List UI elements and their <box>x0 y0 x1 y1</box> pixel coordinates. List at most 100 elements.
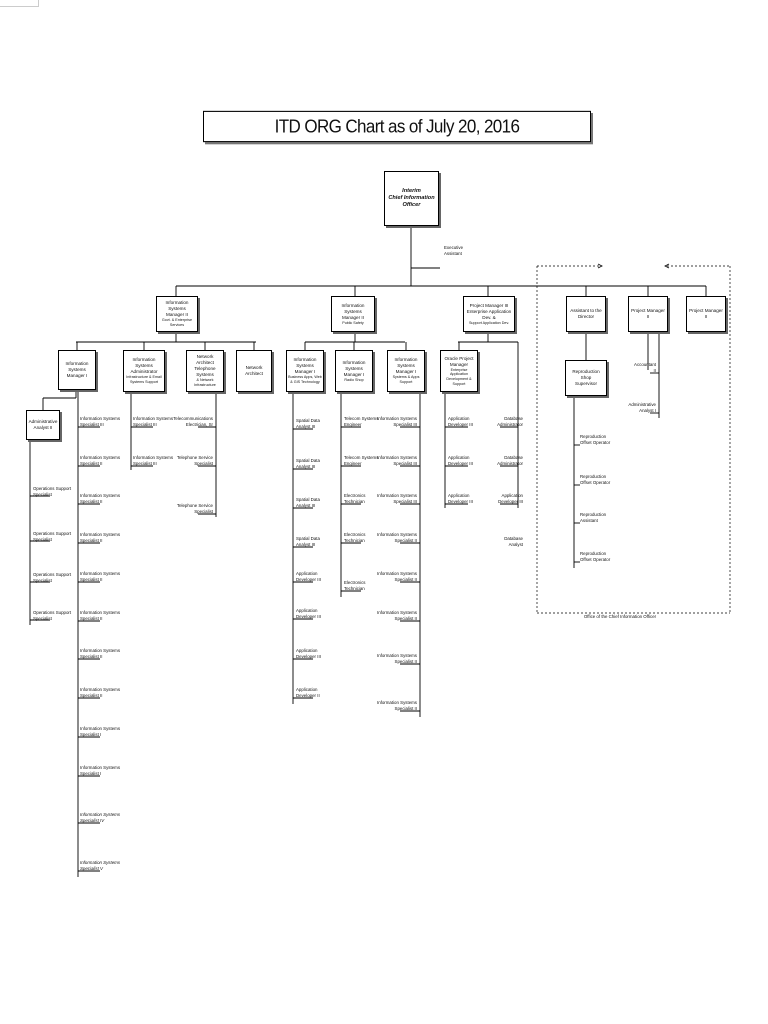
top-manager-box-2-line-3: Public Safety <box>342 320 364 325</box>
mid-manager-box-8-line-2: Manager <box>449 361 469 367</box>
boundary-arrow-right <box>597 263 603 269</box>
top-manager-box-1-line-1: Information Systems <box>165 300 189 312</box>
top-manager-box-1-line-2: Manager II <box>166 312 188 318</box>
mid-manager-box-1-line-1: Information Systems <box>65 361 89 372</box>
chart-title: ITD ORG Chart as of July 20, 2016 <box>203 110 591 143</box>
mid-manager-box-6-line-3: Radio Shop <box>344 377 364 382</box>
admin-analyst-box-line-1: Administrative <box>28 419 58 424</box>
mid-manager-box-8-line-1: Oracle Project <box>444 355 474 361</box>
mid-manager-box-3-line-3: & Network Infrastructure <box>194 378 216 387</box>
mid-manager-box-4-line-1: Network Architect <box>245 365 263 376</box>
cio-office-footer: Office of the Chief Information Officer <box>583 614 657 619</box>
mid-manager-box-2-line-3: Infrastructure & Email Systems Support <box>126 375 162 384</box>
root-line-2: Chief Information Officer <box>388 195 435 208</box>
executive-assistant-label: Executive Assistant <box>444 245 464 256</box>
mid-manager-box-1-line-2: Manager I <box>66 373 88 378</box>
mid-manager-box-6-line-1: Information Systems <box>342 359 366 371</box>
admin-analyst-box-line-2: Analyst II <box>33 425 53 430</box>
cio-office-box-2: Project Manager II <box>628 296 668 332</box>
page-corner-mark <box>0 0 39 7</box>
boundary-arrow-left <box>664 263 670 269</box>
cio-office-box-2-line-1: Project Manager II <box>631 308 665 319</box>
mid-manager-box-5-line-2: Manager I <box>294 369 316 375</box>
mid-manager-box-8-line-3: Enterprise Application Development & Sup… <box>446 367 472 386</box>
mid-manager-box-7-line-3: Systems & Apps Support <box>392 375 420 384</box>
mid-manager-box-5-line-3: Business Apps, Web & GIS Technology <box>288 375 322 384</box>
top-manager-box-1-line-3: Govt. & Enterprise Services <box>161 318 193 327</box>
cio-office-box-3: Project Manager II <box>686 296 726 332</box>
cio-office-box-1-line-1: Assistant to the Director <box>570 308 602 319</box>
root-line-1: Interim <box>402 188 421 194</box>
top-manager-box-3-line-2: Enterprise Application Dev. & <box>466 308 512 320</box>
mid-manager-box-6-line-2: Manager I <box>343 371 365 377</box>
top-manager-box-3-line-1: Project Manager III <box>469 302 509 308</box>
mid-manager-box-4: Network Architect <box>236 350 272 392</box>
mid-manager-box-9-line-1: Reproduction Shop <box>572 369 600 380</box>
mid-manager-box-3-line-2: Telephone Systems <box>194 366 216 378</box>
mid-manager-box-5-line-1: Information Systems <box>293 357 317 369</box>
top-manager-box-3-line-3: Support Application Dev. <box>468 320 510 325</box>
top-manager-box-2-line-1: Information Systems <box>341 302 365 314</box>
mid-manager-box-2-line-1: Information Systems <box>132 357 156 369</box>
